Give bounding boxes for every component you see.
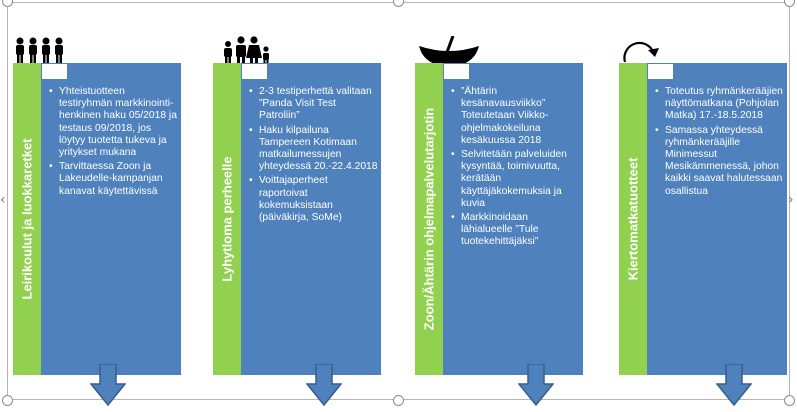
chevron-right-icon[interactable]: › [788,192,794,208]
category-bar: Zoon/Ähtärin ohjelmapalvelutarjotin [415,63,443,375]
category-title: Kiertomatkatuotteet [625,157,641,281]
bullet-list: Yhteistuotteen testiryhmän markkinointi-… [49,86,179,200]
circular-arrow-icon [623,41,659,63]
bullet-list: ”Ähtärin kesänavausviikko” Toteutetaan V… [451,86,581,251]
resize-handle-top-left[interactable] [2,0,13,7]
arrow-down-icon [716,364,752,406]
category-title: Leirikoulut ja luokkaretket [19,138,35,300]
column-kiertomatkat: Kiertomatkatuotteet Toteutus ryhmänkerää… [619,0,789,412]
category-title: Lyhytloma perheelle [219,156,235,282]
column-lyhytloma: Lyhytloma perheelle 2-3 testiperhettä va… [213,0,383,412]
bullet-item: Samassa yhteydessä ryhmänkerääjille Mini… [655,125,785,198]
bullet-list: Toteutus ryhmänkerääjien näyttömatkana (… [655,86,785,200]
resize-handle-bottom-middle[interactable] [393,395,404,406]
bullet-item: Selvitetään palveluiden kysyntää, toimiv… [451,149,581,210]
bullet-item: ”Ähtärin kesänavausviikko” Toteutetaan V… [451,86,581,147]
resize-handle-bottom-left[interactable] [2,395,13,406]
resize-handle-bottom-right[interactable] [784,395,795,406]
panel-notch [41,63,68,80]
chevron-left-icon[interactable]: ‹ [0,192,6,208]
category-title: Zoon/Ähtärin ohjelmapalvelutarjotin [421,107,437,331]
resize-handle-top-middle[interactable] [393,0,404,7]
column-ohjelmapalvelut: Zoon/Ähtärin ohjelmapalvelutarjotin ”Äht… [415,0,585,412]
bullet-item: Yhteistuotteen testiryhmän markkinointi-… [49,86,179,159]
bullet-item: 2-3 testiperhettä valitaan ”Panda Visit … [249,86,379,123]
bullet-item: Tarvittaessa Zoon ja Lakeudelle-kampanja… [49,161,179,198]
category-bar: Leirikoulut ja luokkaretket [13,63,41,375]
bullet-item: Haku kilpailuna Tampereen Kotimaan matka… [249,125,379,174]
column-leirikoulut: Leirikoulut ja luokkaretket Yhteistuotte… [13,0,183,412]
bullet-item: Markkinoidaan lähialueelle ”Tule tuoteke… [451,212,581,249]
arrow-down-icon [306,364,342,406]
category-bar: Kiertomatkatuotteet [619,63,647,375]
bullet-list: 2-3 testiperhettä valitaan ”Panda Visit … [249,86,379,226]
panel-notch [443,63,470,80]
category-bar: Lyhytloma perheelle [213,63,241,375]
arrow-down-icon [90,364,126,406]
panel-notch [241,63,268,80]
resize-handle-top-right[interactable] [784,0,795,7]
bullet-item: Toteutus ryhmänkerääjien näyttömatkana (… [655,86,785,123]
bullet-item: Voittajaperheet raportoivat kokemuksista… [249,175,379,224]
arrow-down-icon [518,364,554,406]
panel-notch [647,63,674,80]
family-group-icon [16,37,63,64]
